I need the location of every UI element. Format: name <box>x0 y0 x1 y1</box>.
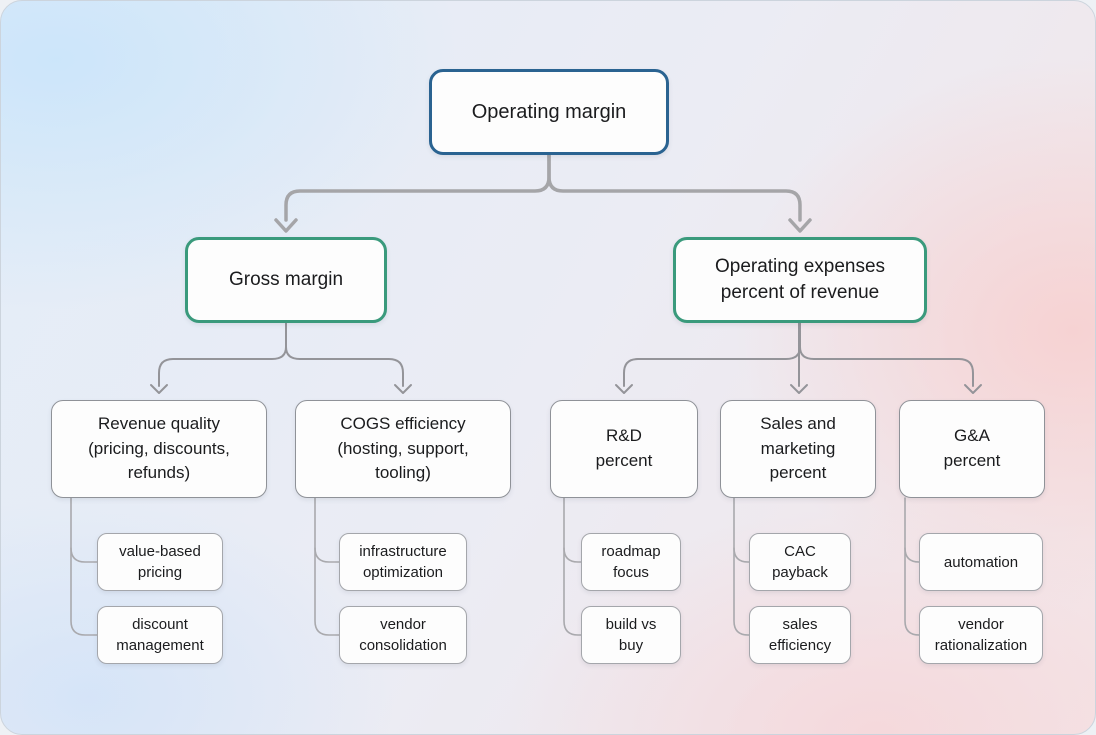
leaf-cac-payback: CAC payback <box>749 533 851 591</box>
leaf-discount-management: discount management <box>97 606 223 664</box>
node-gross-margin: Gross margin <box>185 237 387 323</box>
leaf-value-based-pricing: value-based pricing <box>97 533 223 591</box>
node-sales-marketing-percent: Sales and marketing percent <box>720 400 876 498</box>
leaf-sales-efficiency: sales efficiency <box>749 606 851 664</box>
node-ga-percent: G&A percent <box>899 400 1045 498</box>
leaf-build-vs-buy: build vs buy <box>581 606 681 664</box>
node-cogs-efficiency: COGS efficiency (hosting, support, tooli… <box>295 400 511 498</box>
leaf-automation: automation <box>919 533 1043 591</box>
node-operating-margin: Operating margin <box>429 69 669 155</box>
node-rd-percent: R&D percent <box>550 400 698 498</box>
leaf-vendor-rationalization: vendor rationalization <box>919 606 1043 664</box>
node-operating-expenses-percent: Operating expenses percent of revenue <box>673 237 927 323</box>
leaf-infrastructure-optimization: infrastructure optimization <box>339 533 467 591</box>
leaf-roadmap-focus: roadmap focus <box>581 533 681 591</box>
leaf-vendor-consolidation: vendor consolidation <box>339 606 467 664</box>
node-revenue-quality: Revenue quality (pricing, discounts, ref… <box>51 400 267 498</box>
